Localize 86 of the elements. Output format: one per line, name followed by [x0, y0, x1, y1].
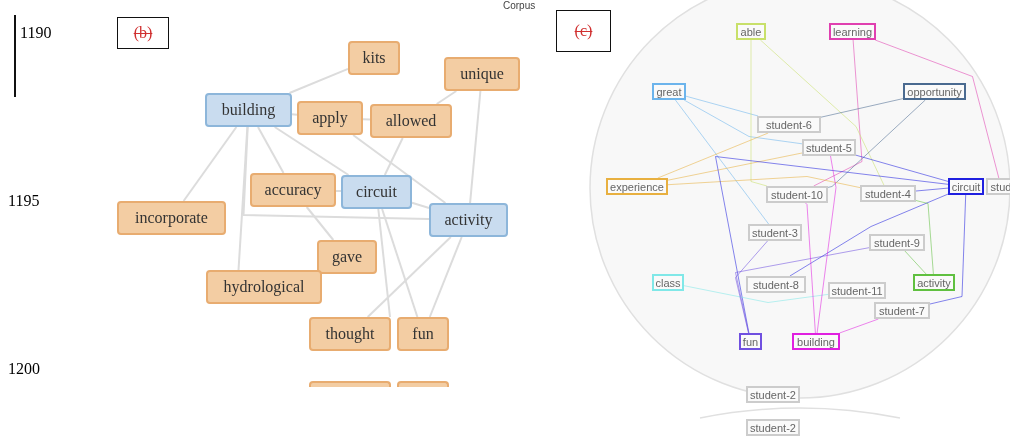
cut-off-box	[309, 381, 391, 387]
network-label: student-9	[869, 234, 925, 251]
network-label: student-6	[757, 116, 821, 133]
edge-line	[366, 236, 452, 318]
panel-label: (b)	[117, 17, 169, 49]
line-number: 1200	[8, 360, 40, 378]
edge-line	[805, 202, 816, 334]
edge-line	[411, 201, 430, 209]
network-label: student-5	[802, 139, 856, 156]
chart-title: Corpus	[503, 0, 536, 11]
network-label: building	[792, 333, 840, 350]
edge-line	[657, 132, 769, 179]
edge-line	[377, 208, 391, 318]
network-label: learning	[829, 23, 876, 40]
edge-line	[839, 318, 879, 334]
edge-line	[735, 247, 870, 334]
word-node: apply	[297, 101, 363, 135]
edge-line	[789, 193, 949, 277]
edge-line	[683, 285, 829, 303]
word-node: unique	[444, 57, 520, 91]
edge-line	[291, 113, 298, 116]
edge-line	[674, 99, 770, 225]
edge-line	[813, 39, 863, 187]
edge-line	[667, 176, 861, 189]
edge-line	[305, 206, 335, 241]
edge-line	[237, 126, 249, 271]
edge-line	[735, 240, 768, 334]
edge-line	[759, 39, 885, 186]
network-label: student-2	[746, 386, 800, 403]
edge-line	[874, 39, 1000, 179]
word-node: incorporate	[117, 201, 226, 235]
word-node: accuracy	[250, 173, 336, 207]
edge-line	[929, 194, 967, 305]
word-node: activity	[429, 203, 508, 237]
network-label: activity	[913, 274, 955, 291]
edge-line	[915, 200, 934, 275]
edge-line	[750, 39, 768, 187]
network-label: experience	[606, 178, 668, 195]
edge-line	[383, 137, 404, 176]
edge-line	[335, 190, 342, 193]
word-node: kits	[348, 41, 400, 75]
edge-line	[273, 126, 350, 176]
edge-line	[827, 99, 926, 188]
edge-line	[816, 155, 837, 334]
edge-line	[469, 90, 482, 204]
edge-line	[667, 152, 803, 181]
edge-line	[855, 154, 949, 182]
edge-line	[288, 67, 349, 94]
network-label: student-2	[746, 419, 800, 436]
edge-line	[381, 208, 419, 318]
edge-line	[435, 90, 458, 105]
edge-line	[352, 134, 447, 204]
word-node: circuit	[341, 175, 412, 209]
network-label: student-11	[828, 282, 886, 299]
word-node: hydrological	[206, 270, 322, 304]
network-label: opportunity	[903, 83, 966, 100]
cut-off-box	[397, 381, 449, 387]
network-label: fun	[739, 333, 762, 350]
edge-line	[685, 95, 759, 117]
network-label: student-7	[874, 302, 930, 319]
network-label: student-8	[746, 276, 806, 293]
line-number: 1190	[20, 24, 52, 42]
edge-line	[820, 98, 904, 118]
network-label: student-4	[860, 185, 916, 202]
network-label: class	[652, 274, 684, 291]
edge-line	[683, 99, 803, 145]
edge-line	[428, 236, 463, 318]
panel-label: (c)	[556, 10, 611, 52]
network-label: able	[736, 23, 766, 40]
edge-line	[182, 126, 238, 202]
network-label: circuit	[948, 178, 984, 195]
edge-line	[904, 250, 927, 275]
network-label: student-10	[766, 186, 828, 203]
line-number: 1195	[8, 192, 40, 210]
edge-line	[362, 118, 371, 121]
edge-line	[257, 126, 285, 174]
word-node: gave	[317, 240, 377, 274]
word-node: allowed	[370, 104, 452, 138]
network-label: student-3	[748, 224, 802, 241]
edge-line	[915, 187, 949, 192]
edge-line	[242, 126, 430, 221]
word-node: thought	[309, 317, 391, 351]
network-label: great	[652, 83, 686, 100]
network-label: stud	[986, 178, 1010, 195]
word-node: fun	[397, 317, 449, 351]
word-node: building	[205, 93, 292, 127]
